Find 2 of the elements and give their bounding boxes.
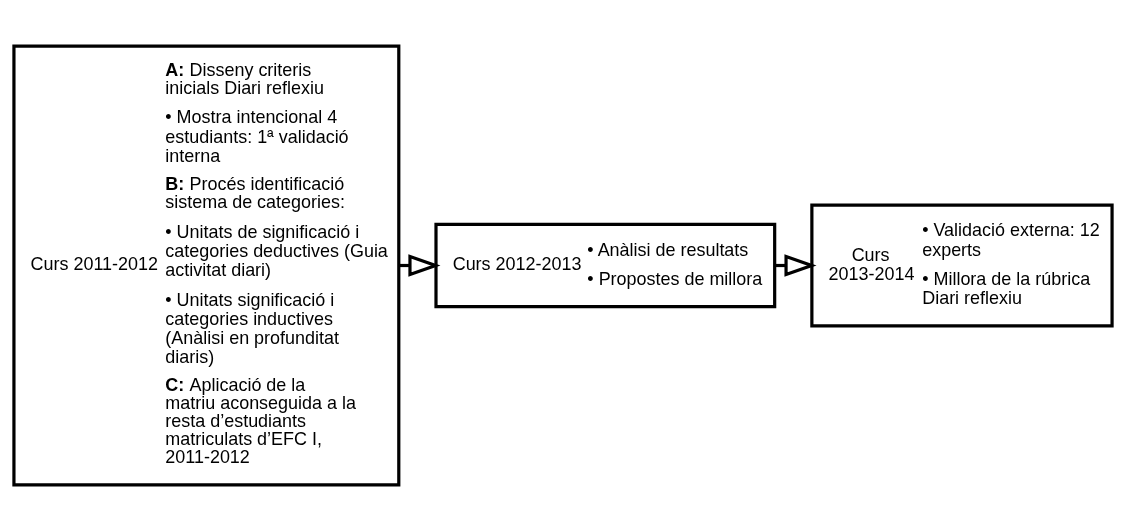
- node-box: Curs 2013-2014 • Validació externa: 12 experts • Millora de la rúbrica Diari reflexiu: [810, 203, 1114, 327]
- node-box: Curs 2011-2012 A: Disseny criteris inicials Diari reflexiu • Mostra intencional 4 estudiants: 1ª validació interna B: Procés identificació sistema de categories: • Unitats de significació i categories deductives (Guia activitat diari) • Unitats significació i categories inductives (Anàlisi en profunditat diaris) C: Aplicació de la matriu aconseguida a la resta d’estudiants matriculats d’EFC I, 2011-2012: [12, 44, 401, 486]
